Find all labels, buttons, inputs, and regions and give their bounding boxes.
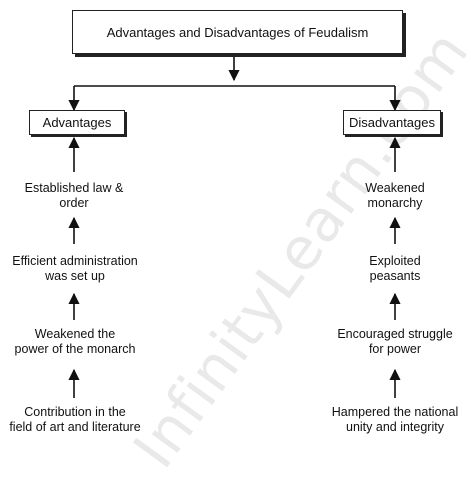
disadvantage-item-4: Hampered the national unity and integrit… bbox=[320, 405, 470, 435]
advantage-item-1-line-1: Established law & bbox=[24, 181, 124, 195]
disadvantage-item-3: Encouraged struggle for power bbox=[320, 327, 470, 357]
advantage-item-2-line-2: was set up bbox=[45, 269, 105, 283]
advantage-item-1: Established law & order bbox=[4, 181, 144, 211]
title-box: Advantages and Disadvantages of Feudalis… bbox=[72, 10, 403, 54]
advantage-item-3: Weakened the power of the monarch bbox=[2, 327, 148, 357]
advantage-item-3-line-1: Weakened the bbox=[34, 327, 116, 341]
advantage-item-4-line-1: Contribution in the bbox=[24, 405, 126, 419]
advantage-item-1-line-2: order bbox=[59, 196, 89, 210]
disadvantage-item-2: Exploited peasants bbox=[330, 254, 460, 284]
advantage-item-2-line-1: Efficient administration bbox=[12, 254, 138, 268]
connector-lines bbox=[68, 54, 401, 398]
advantage-item-2: Efficient administration was set up bbox=[0, 254, 150, 284]
disadvantage-item-2-line-1: Exploited bbox=[369, 254, 421, 268]
disadvantage-item-4-line-1: Hampered the national bbox=[331, 405, 459, 419]
advantage-item-3-line-2: power of the monarch bbox=[14, 342, 136, 356]
advantages-box: Advantages bbox=[29, 110, 125, 135]
advantages-label: Advantages bbox=[42, 115, 112, 130]
disadvantage-item-1: Weakened monarchy bbox=[330, 181, 460, 211]
advantage-item-4: Contribution in the field of art and lit… bbox=[2, 405, 148, 435]
disadvantage-item-3-line-2: for power bbox=[368, 342, 422, 356]
disadvantages-label: Disadvantages bbox=[349, 115, 435, 130]
disadvantage-item-1-line-1: Weakened bbox=[365, 181, 425, 195]
disadvantage-item-1-line-2: monarchy bbox=[367, 196, 423, 210]
diagram-title: Advantages and Disadvantages of Feudalis… bbox=[106, 24, 369, 40]
disadvantages-box: Disadvantages bbox=[343, 110, 441, 135]
advantage-item-4-line-2: field of art and literature bbox=[9, 420, 141, 434]
feudalism-diagram: InfinityLearn.com Advantages and Disadva… bbox=[0, 10, 471, 480]
disadvantage-item-3-line-1: Encouraged struggle bbox=[337, 327, 453, 341]
disadvantage-item-4-line-2: unity and integrity bbox=[346, 420, 444, 434]
disadvantage-item-2-line-2: peasants bbox=[369, 269, 421, 283]
